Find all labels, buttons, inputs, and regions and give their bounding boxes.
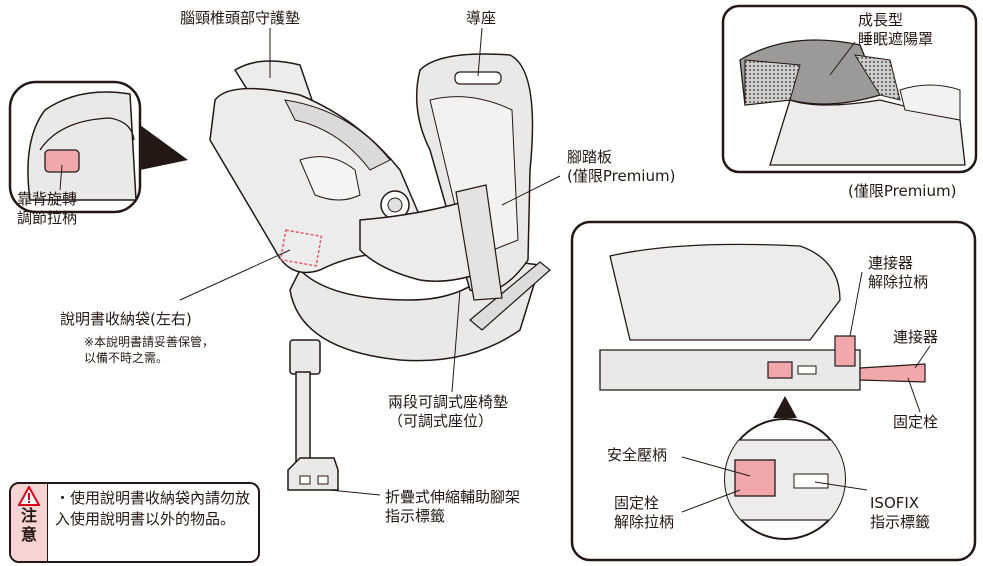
caution-title: 注意: [20, 506, 37, 544]
safety-lever-label: 安全壓柄: [607, 446, 668, 464]
leader-lines: [59, 27, 931, 513]
canopy-label: 成長型 睡眠遮陽罩: [858, 11, 934, 48]
caution-side-panel: 注意: [11, 484, 48, 561]
recline-handle-label: 靠背旋轉 調節拉柄: [17, 190, 78, 227]
warning-triangle-icon: [18, 486, 40, 506]
seat-cushion-label: 兩段可調式座椅墊 （可調式座位）: [388, 393, 509, 430]
isofix-indicator-label: ISOFIX 指示標籤: [870, 494, 931, 531]
connector-label: 連接器: [893, 328, 939, 346]
connector-release-label: 連接器 解除拉柄: [868, 254, 929, 291]
guide-label: 導座: [466, 9, 497, 27]
headrest-label: 腦頸椎頭部守護墊: [180, 9, 301, 27]
seat-shell: [415, 53, 534, 293]
canopy-inset: [721, 4, 978, 174]
footrest-label: 腳踏板 (僅限Premium): [567, 148, 676, 185]
isofix-inset: [570, 220, 977, 562]
child-seat-body: [209, 60, 503, 301]
manual-note-label: ※本說明書請妥善保管， 以備不時之需。: [84, 335, 215, 365]
manual-pocket-label: 說明書收納袋(左右): [60, 310, 192, 328]
support-leg-indicator-label: 折疊式伸縮輔助腳架 指示標籤: [385, 488, 521, 525]
bolt-release-label: 固定栓 解除拉柄: [614, 494, 675, 531]
recline-handle-inset: [8, 80, 188, 214]
fixing-bolt-label: 固定栓: [893, 413, 939, 431]
canopy-note-label: (僅限Premium): [848, 182, 957, 200]
caution-text: ・使用說明書收納袋內請勿放入使用說明書以外的物品。: [55, 489, 251, 528]
support-leg: [287, 339, 339, 491]
caution-box: 注意 ・使用說明書收納袋內請勿放入使用說明書以外的物品。: [9, 482, 260, 563]
